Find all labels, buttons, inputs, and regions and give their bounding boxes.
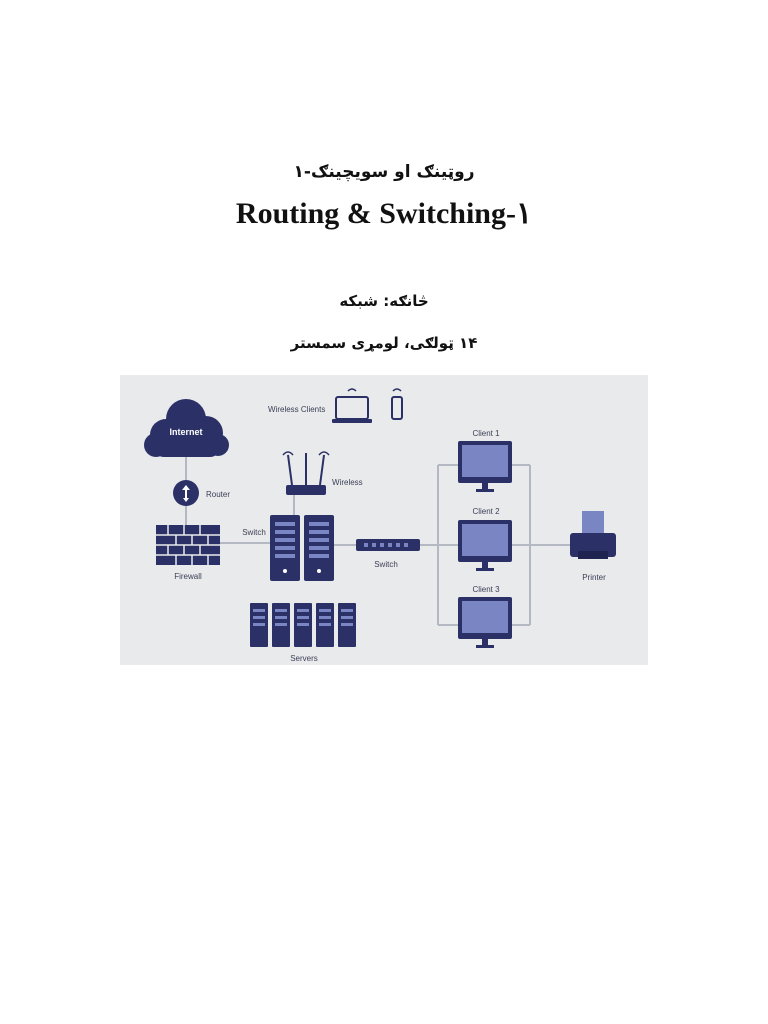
router-icon: Router	[173, 480, 230, 506]
client2-label: Client 2	[472, 507, 500, 516]
wireless-label: Wireless	[332, 478, 363, 487]
printer-icon: Printer	[570, 511, 616, 582]
client1-label: Client 1	[472, 429, 500, 438]
client3-label: Client 3	[472, 585, 500, 594]
wireless-clients-label: Wireless Clients	[268, 405, 325, 414]
network-diagram: Internet Router	[120, 375, 648, 665]
firewall-icon: Firewall	[156, 525, 220, 581]
client3-monitor-icon: Client 3	[458, 585, 512, 648]
wireless-clients-icon: Wireless Clients	[268, 388, 403, 423]
network-switch-icon: Switch	[356, 539, 420, 569]
printer-label: Printer	[582, 573, 606, 582]
class-semester-line: ۱۴ ټولګی، لومړی سمستر	[290, 334, 478, 352]
router-label: Router	[206, 490, 230, 499]
department-line: څانګه: شبکه	[339, 292, 429, 310]
internet-label: Internet	[169, 427, 202, 437]
pashto-title: روټینګ او سویچینګ-۱	[293, 162, 475, 182]
client2-monitor-icon: Client 2	[458, 507, 512, 571]
english-title: Routing & Switching-۱	[235, 197, 533, 230]
servers-icon: Servers	[250, 603, 356, 663]
connection-lines	[185, 457, 570, 626]
firewall-label: Firewall	[174, 572, 202, 581]
servers-label: Servers	[290, 654, 318, 663]
server-rack-icon	[270, 515, 334, 581]
switch-left-label: Switch	[242, 528, 266, 537]
cloud-icon: Internet	[144, 399, 229, 457]
switch-center-label: Switch	[374, 560, 398, 569]
wireless-router-icon: Wireless	[282, 451, 363, 495]
network-diagram-svg: Internet Router	[120, 375, 648, 665]
client1-monitor-icon: Client 1	[458, 429, 512, 492]
